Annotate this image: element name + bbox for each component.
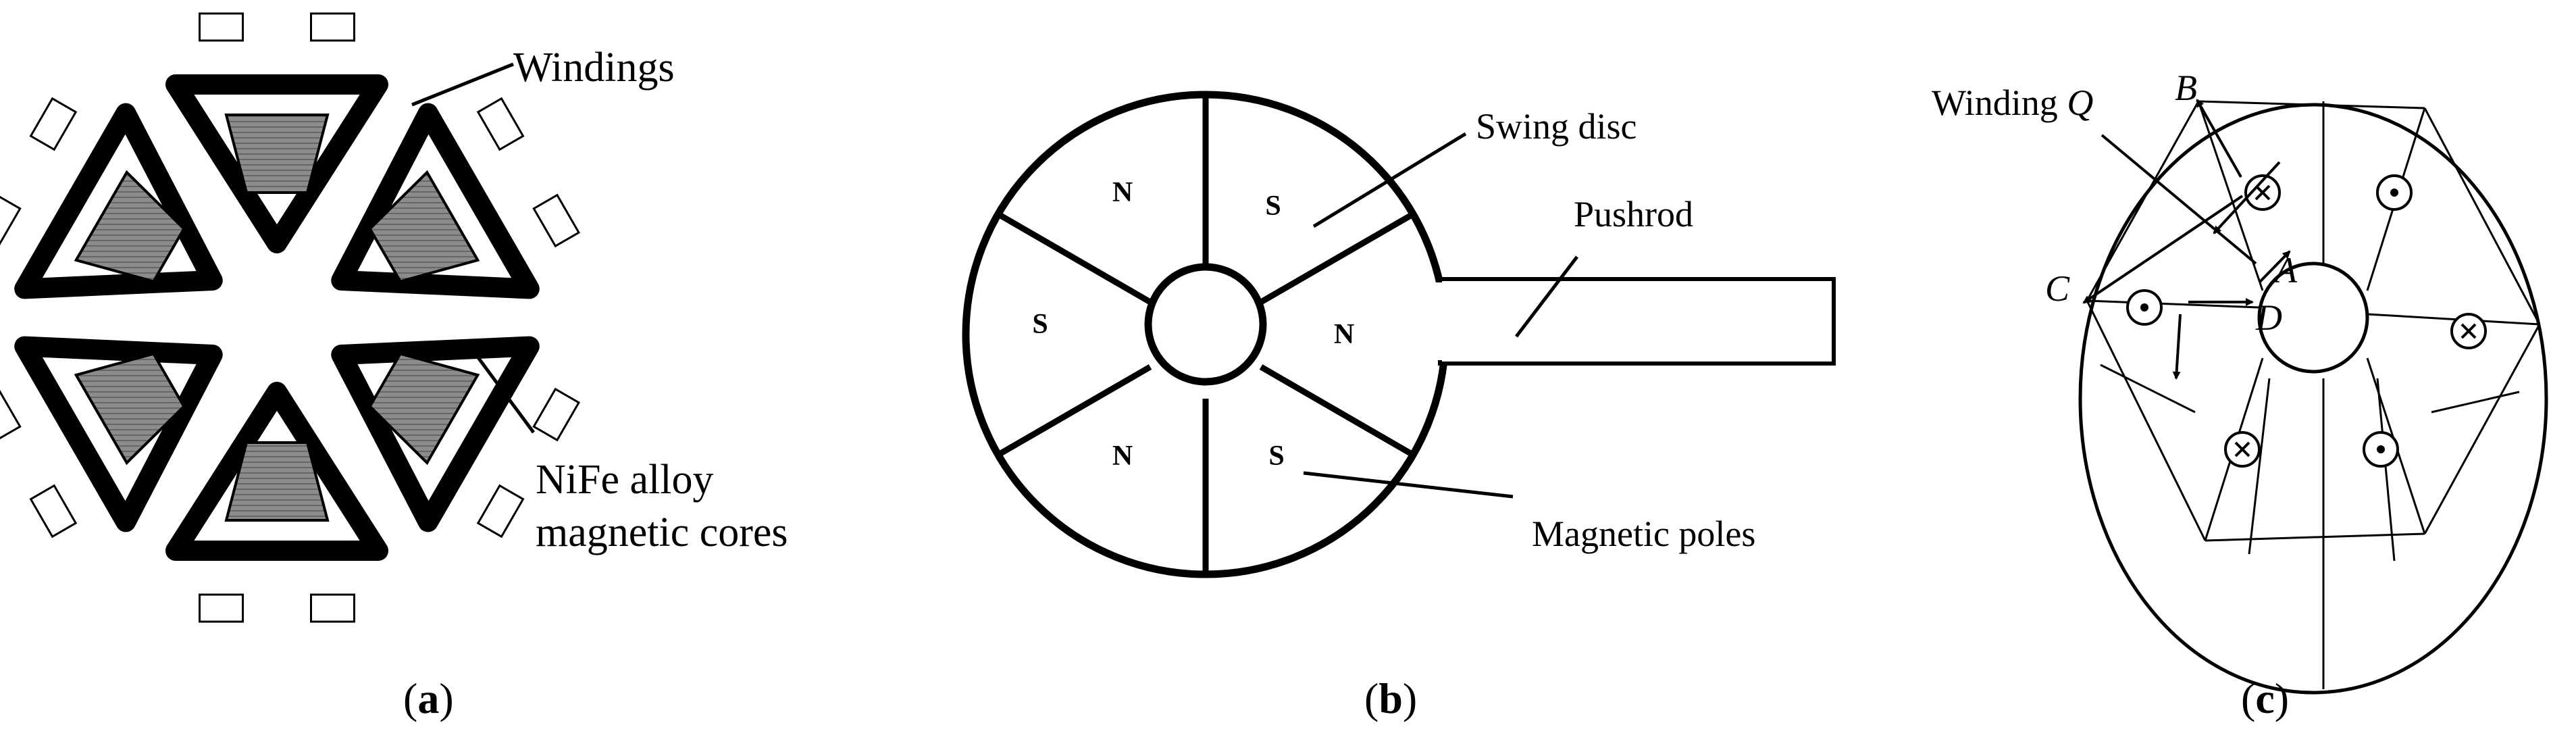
pole-divider [1259,211,1415,305]
stator-line [2431,391,2520,414]
panel-a: Windings NiFe alloy magnetic cores (a) [0,12,788,722]
pole-dividers [996,95,1415,574]
stator-outline [2078,103,2548,695]
stator-line [2100,364,2196,414]
terminal-block [29,484,78,539]
nife-core [368,170,480,283]
terminal-block [199,12,244,42]
point-label-b: B [2175,68,2197,108]
pole-label: N [1334,319,1354,350]
stator-line [2376,378,2396,562]
stator-line [2086,300,2207,541]
pole-label: N [1112,177,1133,208]
magnetic-cores [74,114,480,522]
stator-line [2423,324,2541,534]
hub-circle [1144,263,1267,386]
terminal-block [0,193,22,248]
pushrod-label: Pushrod [1574,194,1693,234]
dot-in-circle-icon [2363,431,2399,468]
stator-line [2086,101,2200,301]
swing-disc-label: Swing disc [1476,106,1637,147]
swing-disc-leader-line [1312,132,1467,228]
terminal-block [532,193,581,248]
point-label-a: A [2273,250,2298,291]
dot-in-circle-icon [2376,174,2413,211]
pole-label: S [1268,441,1284,472]
panel-b: N S N S N S Swing disc Pushrod Magnetic … [962,91,1836,722]
arrow-b-to-down [2213,161,2281,234]
nife-core [74,352,186,466]
pole-divider [1259,364,1415,457]
current-symbols [2126,174,2487,468]
outer-terminals [0,12,581,623]
caption-c: (c) [2241,674,2289,722]
arrow-down [2172,314,2182,380]
pushrod [1438,277,1836,366]
cores-leader-line [464,340,536,434]
nife-core [368,352,480,466]
terminal-block [310,12,355,42]
caption-b: (b) [1364,674,1417,722]
cores-label-line2: magnetic cores [536,509,788,555]
cross-in-circle-icon [2244,174,2281,211]
stator-line [2205,532,2425,542]
dot-in-circle-icon [2126,289,2163,326]
magnetic-poles-leader-line [1303,471,1514,499]
windings-label: Windings [513,45,675,91]
point-label-c: C [2045,268,2070,309]
winding-q-leader-line [2101,134,2257,265]
pole-labels: N S N S N S [1032,177,1354,472]
terminal-block [476,97,525,151]
pole-label: S [1265,191,1281,222]
caption-a: (a) [403,674,454,722]
terminal-block [476,484,525,539]
pole-divider [996,211,1152,305]
arrow-to-a [2258,250,2291,284]
stator-line [2086,299,2260,309]
point-label-d: D [2255,297,2282,338]
panel-c: Winding Q B A C D (c) [1932,68,2548,722]
cores-label-line1: NiFe alloy [536,457,713,503]
terminal-block [310,593,355,623]
stator-line [2198,100,2425,109]
pushrod-leader-line [1515,255,1578,338]
arrow-a-to-b [2196,99,2242,178]
arrow-to-c [2082,195,2244,304]
stator-line [2367,313,2540,326]
flux-arrows [2082,99,2291,380]
pole-divider [996,364,1152,457]
cross-in-circle-icon [2224,431,2261,468]
stator-line [2248,378,2271,555]
pole-label: S [1032,309,1048,340]
nife-core [224,114,330,194]
stator-cell-lines [2086,100,2541,689]
terminal-block [199,593,244,623]
nife-core [74,170,186,283]
terminal-block [532,387,581,442]
nife-core [224,441,330,522]
terminal-block [0,387,22,442]
windings-leader-line [411,62,514,107]
magnetic-poles-label: Magnetic poles [1532,514,1755,554]
winding-q-label: Winding Q [1932,82,2093,123]
cross-in-circle-icon [2450,313,2487,349]
bore-circle [2257,261,2369,374]
pushrod-joint-cover [1436,282,1445,360]
stator-line [2423,107,2541,325]
pole-label: N [1112,441,1133,472]
terminal-block [29,97,78,151]
